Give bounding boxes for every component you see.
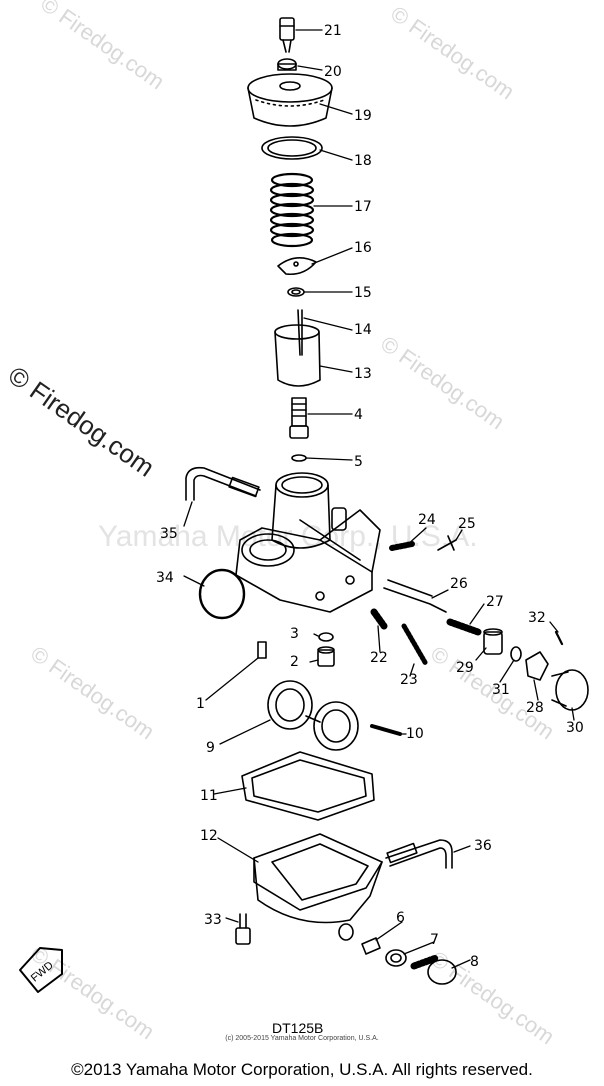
small-copyright: (c) 2005-2015 Yamaha Motor Corporation, … <box>225 1035 379 1042</box>
footer-copyright: ©2013 Yamaha Motor Corporation, U.S.A. A… <box>71 1060 533 1079</box>
callout-32: 32 <box>528 610 546 626</box>
callout-13: 13 <box>354 366 372 382</box>
part-10-float-pin <box>370 724 402 736</box>
callout-5: 5 <box>354 454 363 470</box>
part-24-spring <box>389 541 415 551</box>
callout-34: 34 <box>156 570 174 586</box>
callout-7: 7 <box>430 932 439 948</box>
callout-29: 29 <box>456 660 474 676</box>
part-31-washer <box>510 646 522 662</box>
callout-2: 2 <box>290 654 299 670</box>
callout-28: 28 <box>526 700 544 716</box>
callout-18: 18 <box>354 153 372 169</box>
callout-24: 24 <box>418 512 436 528</box>
part-35-vent-tube <box>185 466 261 501</box>
part-30-starter-knob <box>551 669 589 711</box>
callout-30: 30 <box>566 720 584 736</box>
part-11-bowl-gasket <box>241 751 375 821</box>
callout-22: 22 <box>370 650 388 666</box>
part-28-nut <box>525 651 549 681</box>
watermark-center: Yamaha Motor Corp., U.S.A. <box>98 520 478 553</box>
part-16-plate <box>277 257 317 276</box>
callout-21: 21 <box>324 23 342 39</box>
callout-3: 3 <box>290 626 299 642</box>
callout-8: 8 <box>470 954 479 970</box>
part-4-adjust-screw <box>289 397 309 439</box>
callout-35: 35 <box>160 526 178 542</box>
fwd-arrow-icon <box>19 947 63 993</box>
part-29-fitting <box>483 628 503 655</box>
model-code: DT125B <box>272 1020 324 1036</box>
callout-14: 14 <box>354 322 372 338</box>
part-18-gasket <box>261 136 323 160</box>
part-17-spring <box>269 172 315 248</box>
callout-12: 12 <box>200 828 218 844</box>
callout-26: 26 <box>450 576 468 592</box>
part-9-float <box>267 680 359 751</box>
callout-6: 6 <box>396 910 405 926</box>
part-1-jet <box>257 641 267 659</box>
part-3-washer <box>318 632 334 642</box>
part-15-clip <box>287 287 305 297</box>
part-22-spring <box>370 608 388 630</box>
callout-25: 25 <box>458 516 476 532</box>
callout-10: 10 <box>406 726 424 742</box>
part-33-screw <box>235 913 251 945</box>
part-14-needle <box>297 309 303 356</box>
part-27-spring <box>446 618 482 636</box>
part-12-float-bowl <box>253 833 383 941</box>
part-36-drain-tube <box>385 839 453 869</box>
part-8-drain-plug <box>410 954 457 985</box>
part-6-fitting <box>361 937 381 955</box>
part-2-main-jet <box>317 646 335 667</box>
part-5-o-ring <box>291 454 307 462</box>
carburetor-body <box>235 472 381 613</box>
part-20-nut <box>277 58 297 71</box>
callout-1: 1 <box>196 696 205 712</box>
callout-33: 33 <box>204 912 222 928</box>
part-19-top-cap <box>247 73 333 127</box>
callout-23: 23 <box>400 672 418 688</box>
callout-27: 27 <box>486 594 504 610</box>
callout-16: 16 <box>354 240 372 256</box>
callout-15: 15 <box>354 285 372 301</box>
part-13-throttle-valve <box>274 324 321 387</box>
callout-19: 19 <box>354 108 372 124</box>
part-21-cap-bolt <box>279 17 295 53</box>
leader-lines <box>183 29 575 969</box>
callout-17: 17 <box>354 199 372 215</box>
callout-31: 31 <box>492 682 510 698</box>
callout-4: 4 <box>354 407 363 423</box>
callout-20: 20 <box>324 64 342 80</box>
callout-36: 36 <box>474 838 492 854</box>
part-23-screw <box>401 623 429 667</box>
callout-11: 11 <box>200 788 218 804</box>
part-32-pin <box>554 630 564 646</box>
callout-9: 9 <box>206 740 215 756</box>
part-25-screw <box>437 535 457 551</box>
part-26-pilot-screw <box>383 579 447 613</box>
part-34-gasket <box>198 568 246 620</box>
part-7-washer <box>385 949 407 967</box>
